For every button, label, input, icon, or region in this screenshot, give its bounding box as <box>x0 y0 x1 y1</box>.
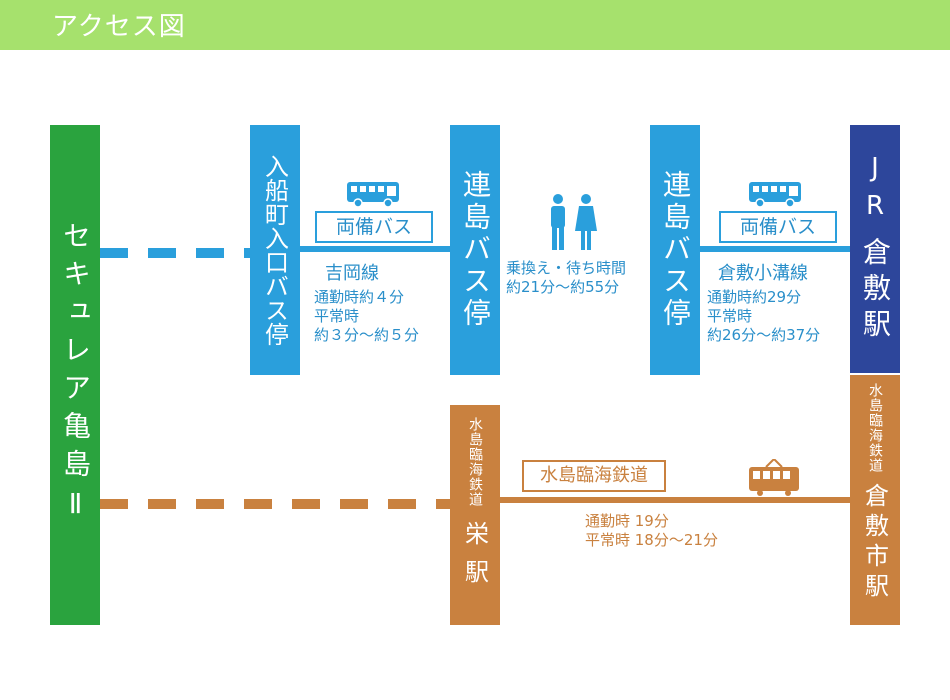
info-line: 約26分～約37分 <box>707 326 821 344</box>
station-sub-label: 水島臨海鉄道 <box>467 417 483 507</box>
header-bar: アクセス図 <box>0 0 950 50</box>
people-icon <box>551 194 597 250</box>
station-securea: セキュレア亀島Ⅱ <box>50 125 100 625</box>
rail-line <box>498 497 852 503</box>
station-label: 倉敷駅 <box>859 237 892 345</box>
info-line: 約21分～約55分 <box>506 278 620 296</box>
walk-route-blue <box>100 243 252 258</box>
page-title: アクセス図 <box>52 12 186 42</box>
bus-icon <box>347 182 399 208</box>
info-line: 通勤時 19分 <box>585 512 669 530</box>
station-label: 栄駅 <box>460 521 489 597</box>
bus-line-2 <box>698 246 852 252</box>
station-label: 入船町入口バス停 <box>260 154 289 346</box>
station-renjima-bus-stop-2: 連島バス停 <box>650 125 700 375</box>
rail-route-label: 水島臨海鉄道 <box>522 460 666 492</box>
station-renjima-bus-stop-1: 連島バス停 <box>450 125 500 375</box>
station-jr-kurashiki: JR 倉敷駅 <box>850 125 900 373</box>
station-label-jr: JR <box>860 153 890 229</box>
station-iribune-bus-stop: 入船町入口バス停 <box>250 125 300 375</box>
info-line: 通勤時約４分 <box>314 288 405 306</box>
station-label: 連島バス停 <box>459 170 492 330</box>
info-line: 平常時 <box>707 307 753 325</box>
dashed-line <box>100 499 452 509</box>
station-sakae: 水島臨海鉄道 栄駅 <box>450 405 500 625</box>
transfer-info: 乗換え・待ち時間 約21分～約55分 <box>506 259 626 297</box>
bus-line-1 <box>298 246 454 252</box>
station-sub-label: 水島臨海鉄道 <box>867 383 883 473</box>
station-label: 連島バス停 <box>659 170 692 330</box>
station-label: セキュレア亀島Ⅱ <box>59 220 92 530</box>
train-icon <box>749 459 799 496</box>
info-line: 平常時 <box>314 307 360 325</box>
bus-route-label-1: 両備バス <box>315 211 433 243</box>
station-label: 倉敷市駅 <box>860 483 889 603</box>
rail-info: 通勤時 19分 平常時 18分～21分 <box>585 512 718 550</box>
bus-icon <box>749 182 801 208</box>
info-line: 平常時 18分～21分 <box>585 531 718 549</box>
dashed-line <box>100 248 252 258</box>
info-line: 乗換え・待ち時間 <box>506 259 627 277</box>
info-line: 約３分～約５分 <box>314 326 420 344</box>
bus-route-label-2: 両備バス <box>719 211 837 243</box>
bus-line-name-1: 吉岡線 <box>325 263 379 284</box>
bus-info-1: 通勤時約４分 平常時 約３分～約５分 <box>314 288 419 345</box>
bus-info-2: 通勤時約29分 平常時 約26分～約37分 <box>707 288 820 345</box>
station-kurashikishi: 水島臨海鉄道 倉敷市駅 <box>850 375 900 625</box>
info-line: 通勤時約29分 <box>707 288 802 306</box>
walk-route-orange <box>100 494 452 509</box>
bus-line-name-2: 倉敷小溝線 <box>718 263 808 284</box>
